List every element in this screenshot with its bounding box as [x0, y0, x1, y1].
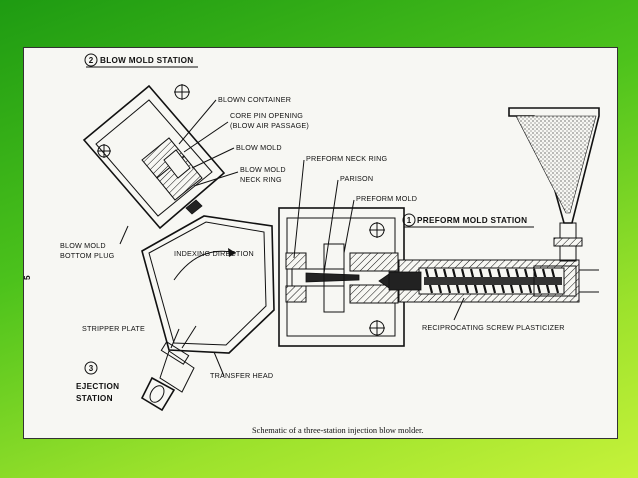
- transfer-head-label: TRANSFER HEAD: [210, 371, 273, 380]
- preform-neck-ring-label: PREFORM NECK RING: [306, 154, 387, 163]
- preform-station-label: PREFORM MOLD STATION: [417, 216, 527, 225]
- blow-mold-label: BLOW MOLD: [236, 143, 282, 152]
- preform-station-number-circle: [402, 213, 416, 227]
- blow-mold-neck-label-line1: BLOW MOLD: [240, 165, 286, 174]
- bottom-plug-label-line2: BOTTOM PLUG: [60, 251, 115, 260]
- ejection-station-label-line1: EJECTION: [76, 382, 119, 391]
- blown-container-label: BLOWN CONTAINER: [218, 95, 291, 104]
- screw-shaft: [424, 277, 562, 285]
- ejection-station-number: 3: [89, 364, 94, 373]
- blow-mold-neck-label-line2: NECK RING: [240, 175, 282, 184]
- screw-plasticizer-drawing: [378, 259, 599, 303]
- preform-mold-label: PREFORM MOLD: [356, 194, 417, 203]
- blow-mold-station-label: BLOW MOLD STATION: [100, 56, 193, 65]
- blow-mold-station-number-circle: [84, 53, 98, 67]
- indexing-head-drawing: [141, 215, 275, 354]
- ejection-station-label-line2: STATION: [76, 394, 113, 403]
- side-mark: 5: [24, 275, 32, 280]
- indexing-direction-label: INDEXING DIRECTION: [174, 249, 254, 258]
- ejection-station-number-circle: [84, 361, 98, 375]
- diagram-slide: 2 BLOW MOLD STATION 1 PREFORM MOLD STATI…: [23, 47, 618, 439]
- leader-lines: [119, 99, 465, 377]
- diagram-caption: Schematic of a three-station injection b…: [252, 426, 423, 435]
- hopper-drawing: [508, 107, 600, 262]
- ejection-station-drawing: [140, 325, 197, 412]
- preform-station-number: 1: [407, 216, 412, 225]
- core-pin-label-line2: (BLOW AIR PASSAGE): [230, 121, 309, 130]
- stripper-plate-label: STRIPPER PLATE: [82, 324, 145, 333]
- core-pin-label-line1: CORE PIN OPENING: [230, 111, 303, 120]
- blow-mold-station-number: 2: [89, 56, 94, 65]
- blow-mold-station-drawing: [82, 84, 226, 230]
- bottom-plug-label-line1: BLOW MOLD: [60, 241, 106, 250]
- injection-blow-molder-diagram: 2 BLOW MOLD STATION 1 PREFORM MOLD STATI…: [24, 53, 600, 435]
- parison-label: PARISON: [340, 174, 373, 183]
- screw-plasticizer-label: RECIPROCATING SCREW PLASTICIZER: [422, 323, 565, 332]
